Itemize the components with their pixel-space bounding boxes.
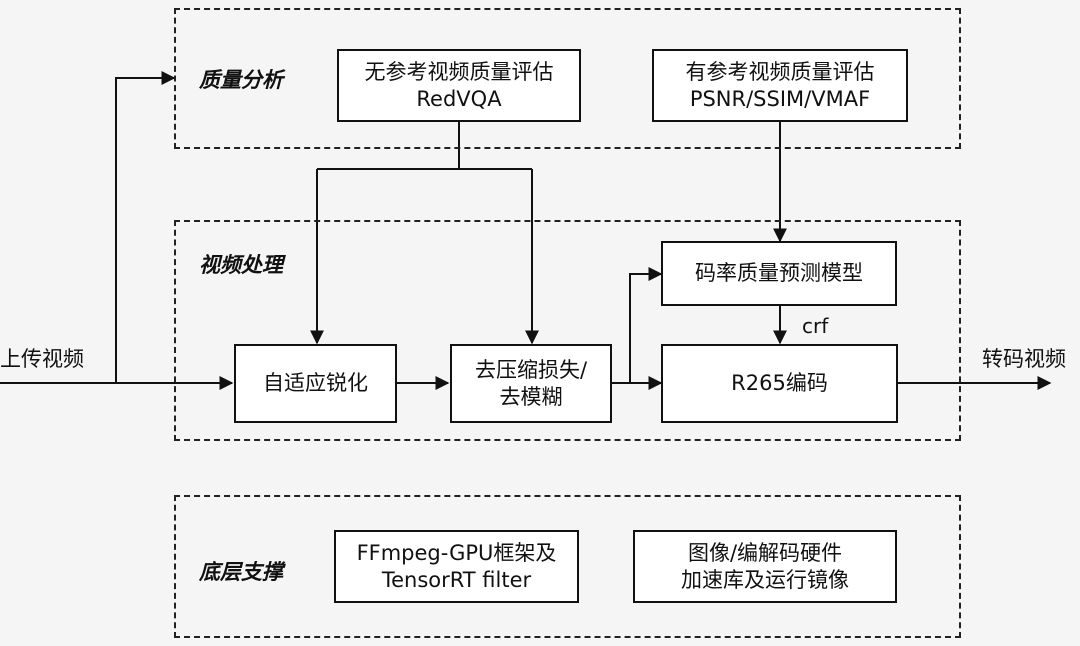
ref-vqa-title: 有参考视频质量评估 — [685, 59, 875, 84]
infrastructure-group — [174, 495, 961, 638]
noref-vqa-node: 无参考视频质量评估 RedVQA — [337, 49, 581, 122]
input-label: 上传视频 — [0, 347, 84, 371]
deartifact-node: 去压缩损失/ 去模糊 — [450, 344, 612, 423]
deartifact-title: 去压缩损失/ — [474, 357, 588, 382]
noref-vqa-title: 无参考视频质量评估 — [364, 59, 554, 84]
accel-title: 图像/编解码硬件 — [687, 540, 843, 565]
quality-analysis-label: 质量分析 — [199, 68, 283, 92]
deartifact-subtitle: 去模糊 — [499, 384, 563, 409]
input-to-quality-arrow — [115, 71, 176, 383]
bitrate-model-label: 码率质量预测模型 — [695, 261, 863, 285]
crf-edge-label: crf — [802, 314, 829, 338]
video-processing-group — [174, 220, 961, 441]
ffmpeg-title: FFmpeg-GPU框架及 — [356, 540, 557, 565]
video-processing-label: 视频处理 — [199, 253, 283, 277]
bitrate-model-node: 码率质量预测模型 — [661, 241, 897, 306]
ref-vqa-node: 有参考视频质量评估 PSNR/SSIM/VMAF — [652, 49, 908, 122]
sharpen-node: 自适应锐化 — [234, 344, 397, 423]
deartifact-to-model-arrow — [629, 267, 663, 383]
encoder-label: R265编码 — [731, 371, 828, 395]
sharpen-label: 自适应锐化 — [263, 371, 368, 395]
noref-vqa-subtitle: RedVQA — [416, 86, 502, 111]
quality-analysis-group — [174, 8, 961, 149]
infrastructure-label: 底层支撑 — [199, 560, 283, 584]
accel-node: 图像/编解码硬件 加速库及运行镜像 — [633, 530, 897, 603]
ffmpeg-subtitle: TensorRT filter — [381, 567, 532, 592]
ffmpeg-node: FFmpeg-GPU框架及 TensorRT filter — [334, 530, 579, 603]
encoder-node: R265编码 — [661, 344, 898, 423]
output-label: 转码视频 — [982, 347, 1066, 371]
accel-subtitle: 加速库及运行镜像 — [681, 567, 849, 592]
ref-vqa-subtitle: PSNR/SSIM/VMAF — [689, 86, 871, 111]
